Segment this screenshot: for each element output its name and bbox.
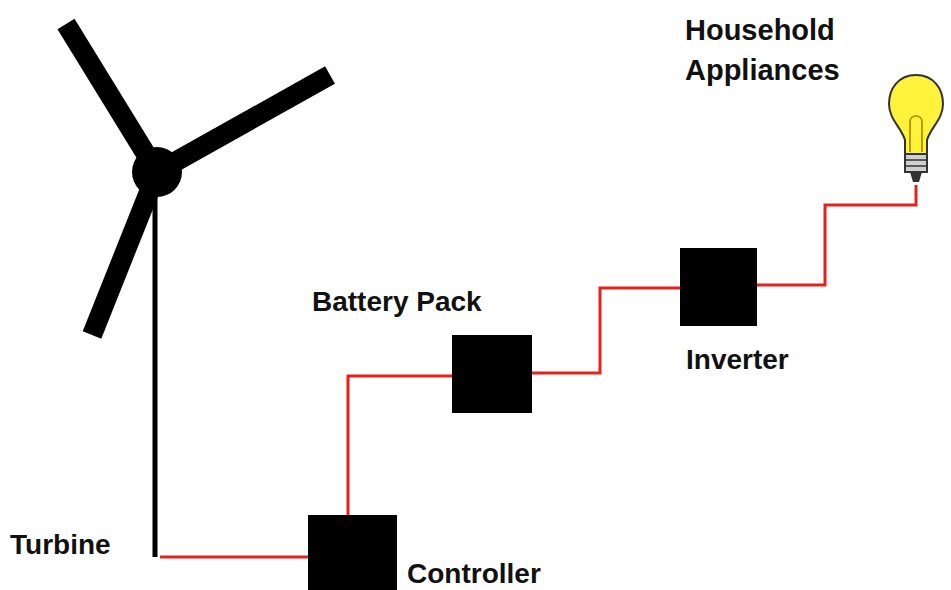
appliance-label: Household Appliances xyxy=(685,10,865,90)
turbine-blade xyxy=(66,24,157,172)
turbine-tower xyxy=(153,175,158,557)
light-bulb: Household Appliances xyxy=(886,72,946,185)
turbine-blade xyxy=(92,172,157,335)
bulb-icon xyxy=(886,72,946,185)
component-label: Battery Pack xyxy=(312,285,482,319)
turbine-label-node: Turbine xyxy=(10,528,160,564)
turbine-label: Turbine xyxy=(10,528,111,562)
power-wire xyxy=(757,185,916,285)
battery-box: Battery Pack xyxy=(452,335,532,413)
component-label: Inverter xyxy=(686,343,789,377)
inverter-box: Inverter xyxy=(680,248,757,326)
component-label: Controller xyxy=(407,557,541,590)
turbine-hub xyxy=(132,147,182,197)
power-wire xyxy=(532,288,680,373)
power-wire xyxy=(348,376,452,515)
turbine-blade xyxy=(157,75,330,172)
controller-box: Controller xyxy=(308,515,397,590)
power-wire xyxy=(160,556,308,559)
